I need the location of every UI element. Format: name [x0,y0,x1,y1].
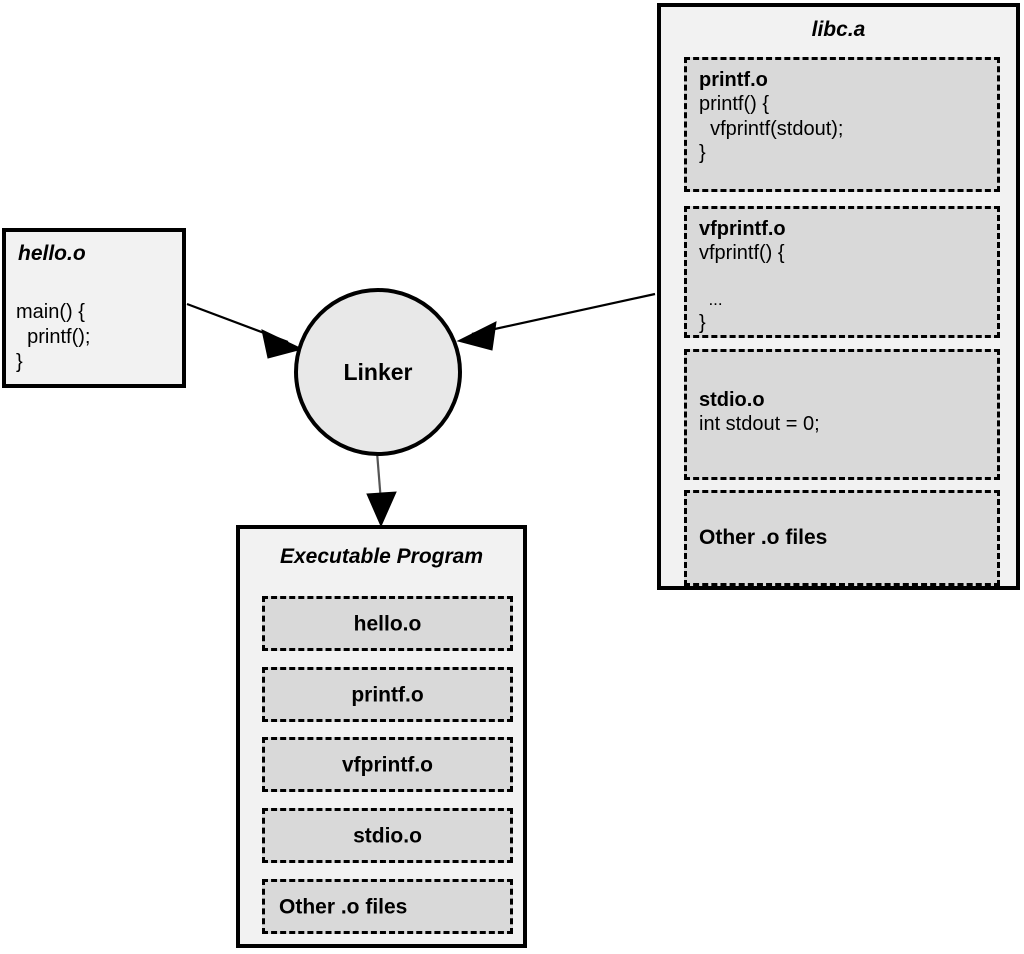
libc-member-vfprintf-o[interactable]: vfprintf.o vfprintf() { ... } [684,206,1000,338]
executable-program-box[interactable]: Executable Program hello.o printf.o vfpr… [236,525,527,948]
libc-member-stdio-o[interactable]: stdio.o int stdout = 0; [684,349,1000,480]
executable-member-other-o-files[interactable]: Other .o files [262,879,513,934]
hello-object-code-line-1: printf(); [16,326,91,348]
executable-member-other-o-files-label: Other .o files [279,895,408,918]
libc-member-other-o-files-name: Other .o files [699,526,828,550]
libc-member-vfprintf-o-code-0: vfprintf() { [699,242,785,265]
linker-label: Linker [343,358,413,385]
executable-member-vfprintf-o[interactable]: vfprintf.o [262,737,513,792]
hello-object-code-line-0: main() { [16,301,85,323]
libc-member-printf-o[interactable]: printf.o printf() { vfprintf(stdout); } [684,57,1000,192]
hello-object-code-line-2: } [16,351,23,373]
executable-member-printf-o-label: printf.o [351,683,424,706]
libc-member-printf-o-code-1: vfprintf(stdout); [699,117,844,140]
libc-member-stdio-o-code-0: int stdout = 0; [699,413,820,436]
hello-object-title: hello.o [18,242,86,265]
executable-member-printf-o[interactable]: printf.o [262,667,513,722]
executable-program-title: Executable Program [279,545,484,568]
libc-member-printf-o-name: printf.o [699,69,768,91]
executable-member-stdio-o[interactable]: stdio.o [262,808,513,863]
executable-member-vfprintf-o-label: vfprintf.o [342,753,433,776]
executable-member-hello-o[interactable]: hello.o [262,596,513,651]
libc-archive-title: libc.a [811,18,866,41]
libc-member-vfprintf-o-code-1 [699,266,993,290]
executable-member-stdio-o-label: stdio.o [353,824,422,847]
hello-object-box[interactable]: hello.o main() { printf(); } [2,228,186,388]
libc-archive-box[interactable]: libc.a printf.o printf() { vfprintf(stdo… [657,3,1020,590]
libc-member-vfprintf-o-name: vfprintf.o [699,218,786,240]
linker-node[interactable]: Linker [294,288,462,456]
libc-member-printf-o-code-0: printf() { [699,93,770,116]
libc-member-vfprintf-o-code-2: ... [699,290,723,310]
arrow-hello-to-linker [186,302,304,359]
libc-member-vfprintf-o-code-3: } [699,311,706,334]
libc-member-other-o-files[interactable]: Other .o files [684,490,1000,586]
libc-member-stdio-o-name: stdio.o [699,389,765,411]
arrow-linker-to-executable [366,451,397,528]
libc-member-printf-o-code-2: } [699,142,706,165]
executable-member-hello-o-label: hello.o [353,612,422,635]
arrow-libc-to-linker [456,292,656,351]
